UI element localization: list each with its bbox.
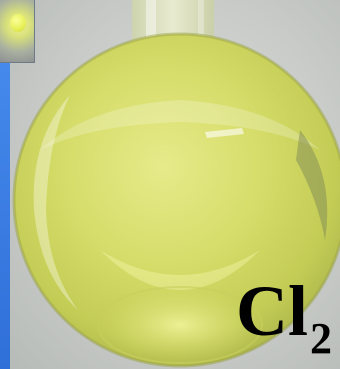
- chemical-formula: Cl2: [236, 275, 332, 361]
- formula-subscript: 2: [310, 314, 332, 363]
- sample-thumbnail: [0, 0, 35, 63]
- formula-symbol: Cl: [236, 271, 308, 351]
- chlorine-sample-icon: [10, 14, 26, 32]
